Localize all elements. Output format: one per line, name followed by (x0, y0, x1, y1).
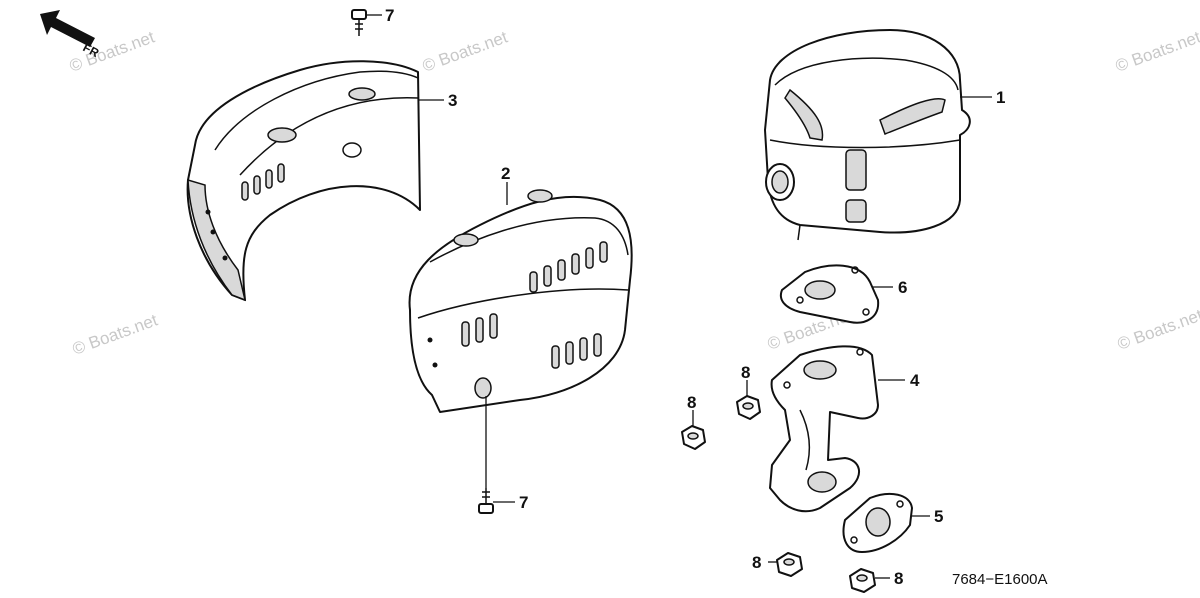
callout-muffler-protector: 2 (501, 164, 510, 183)
callout-nut-d: 8 (894, 569, 903, 588)
gasket-lower-drawing (842, 492, 913, 553)
callout-nut-a: 8 (687, 393, 696, 412)
callout-nut-c: 8 (752, 553, 761, 572)
heat-shield-slots (241, 163, 285, 201)
callout-gasket-lower: 5 (934, 507, 943, 526)
nut-d-drawing (849, 568, 876, 593)
callout-bolt-bottom: 7 (519, 493, 528, 512)
muffler-protector-drawing (408, 189, 633, 413)
muffler-drawing (764, 29, 971, 241)
callout-muffler: 1 (996, 88, 1005, 107)
watermark-2: © Boats.net (420, 27, 510, 75)
nut-a-drawing (681, 425, 706, 450)
nut-b-drawing (736, 395, 761, 420)
callout-exhaust-pipe: 4 (910, 371, 920, 390)
protector-slots-lower (461, 313, 602, 369)
heat-shield-drawing (186, 60, 421, 302)
nut-c-drawing (776, 552, 803, 577)
callout-bolt-top: 7 (385, 6, 394, 25)
gasket-upper-drawing (780, 264, 880, 324)
exhaust-pipe-drawing (769, 345, 879, 513)
callout-heat-shield: 3 (448, 91, 457, 110)
diagram-code: 7684−E1600A (952, 571, 1048, 588)
bolt-top-drawing (351, 9, 367, 36)
protector-slots-upper (529, 241, 608, 293)
watermark-4: © Boats.net (1113, 27, 1200, 75)
callout-gasket-upper: 6 (898, 278, 907, 297)
watermark-8: © Boats.net (1115, 305, 1200, 353)
direction-label: FR (81, 40, 102, 60)
callouts: 1 2 3 4 5 6 7 7 8 8 8 8 (385, 6, 1005, 588)
callout-nut-b: 8 (741, 363, 750, 382)
watermark-5: © Boats.net (70, 310, 160, 358)
leader-lines (366, 14, 992, 579)
bolt-bottom-drawing (478, 488, 494, 514)
front-direction-arrow: FR (40, 10, 102, 60)
